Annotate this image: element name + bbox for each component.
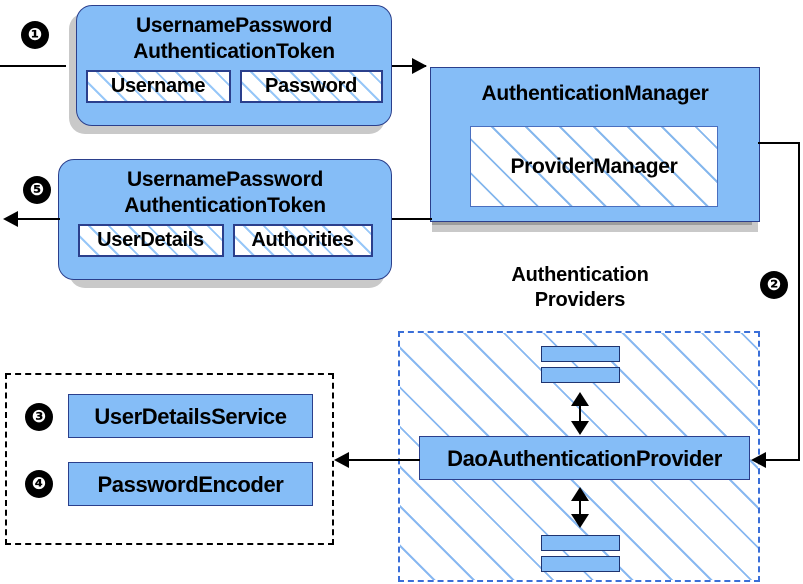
authentication-manager-title: AuthenticationManager	[481, 82, 709, 105]
request-token-title-line2: AuthenticationToken	[133, 40, 335, 63]
providers-title: Authentication Providers	[452, 263, 708, 313]
step-badge-1: ❶	[22, 22, 48, 48]
request-token-slots: Username Password	[77, 70, 391, 103]
provider-manager: ProviderManager	[470, 126, 718, 207]
step-badge-4: ❹	[26, 471, 52, 497]
password-encoder: PasswordEncoder	[68, 462, 313, 506]
request-token-slot-password-label: Password	[264, 75, 358, 97]
response-token-title-line1: UsernamePassword	[127, 168, 323, 191]
step-badge-3: ❸	[26, 404, 52, 430]
step-badge-2: ❷	[761, 272, 787, 298]
provider-placeholder-bottom-2	[541, 556, 620, 572]
response-token: UsernamePassword AuthenticationToken Use…	[58, 159, 392, 280]
user-details-service-label: UserDetailsService	[94, 404, 287, 429]
request-token-slot-username-label: Username	[110, 75, 206, 97]
response-token-slots: UserDetails Authorities	[59, 224, 391, 257]
request-token-slot-username: Username	[85, 70, 231, 103]
dao-authentication-provider-label: DaoAuthenticationProvider	[447, 446, 722, 471]
connector-manager-down	[798, 142, 800, 460]
arrowhead-response-out	[3, 211, 18, 227]
connector-manager-to-response-token	[392, 218, 432, 220]
request-token-slot-password: Password	[239, 70, 383, 103]
arrowhead-dao-to-dependencies	[334, 452, 349, 468]
arrowhead-token-to-manager	[412, 58, 427, 74]
step-badge-5: ❺	[24, 177, 50, 203]
connector-incoming-request	[0, 65, 66, 67]
arrowhead-provider-link-top-up	[571, 392, 589, 406]
response-token-title-line2: AuthenticationToken	[124, 194, 326, 217]
connector-to-dao-provider	[764, 459, 800, 461]
request-token-title-line1: UsernamePassword	[136, 14, 332, 37]
request-token: UsernamePassword AuthenticationToken Use…	[76, 5, 392, 126]
response-token-slot-authorities-label: Authorities	[251, 229, 354, 251]
request-token-title: UsernamePassword AuthenticationToken	[77, 6, 391, 65]
response-token-title: UsernamePassword AuthenticationToken	[59, 160, 391, 219]
password-encoder-label: PasswordEncoder	[97, 472, 284, 497]
provider-placeholder-top-2	[541, 367, 620, 383]
providers-title-line2: Providers	[534, 289, 626, 311]
connector-response-out	[18, 218, 60, 220]
connector-token-to-manager	[392, 65, 426, 67]
response-token-slot-userdetails-label: UserDetails	[97, 229, 204, 251]
provider-manager-label: ProviderManager	[510, 155, 678, 178]
provider-placeholder-bottom-1	[541, 535, 620, 551]
providers-title-line1: Authentication	[511, 264, 649, 286]
connector-dao-to-dependencies	[348, 459, 420, 461]
arrowhead-provider-link-bottom-up	[571, 487, 589, 501]
arrowhead-provider-link-top-down	[571, 421, 589, 435]
connector-manager-right	[758, 142, 800, 144]
response-token-slot-authorities: Authorities	[232, 224, 373, 257]
arrowhead-to-dao-provider	[751, 452, 766, 468]
arrowhead-provider-link-bottom-down	[571, 514, 589, 528]
connector-provider-link-top	[579, 395, 581, 425]
response-token-slot-userdetails: UserDetails	[77, 224, 224, 257]
user-details-service: UserDetailsService	[68, 394, 313, 438]
dao-authentication-provider: DaoAuthenticationProvider	[419, 436, 750, 480]
provider-placeholder-top-1	[541, 346, 620, 362]
connector-provider-link-bottom	[579, 490, 581, 518]
